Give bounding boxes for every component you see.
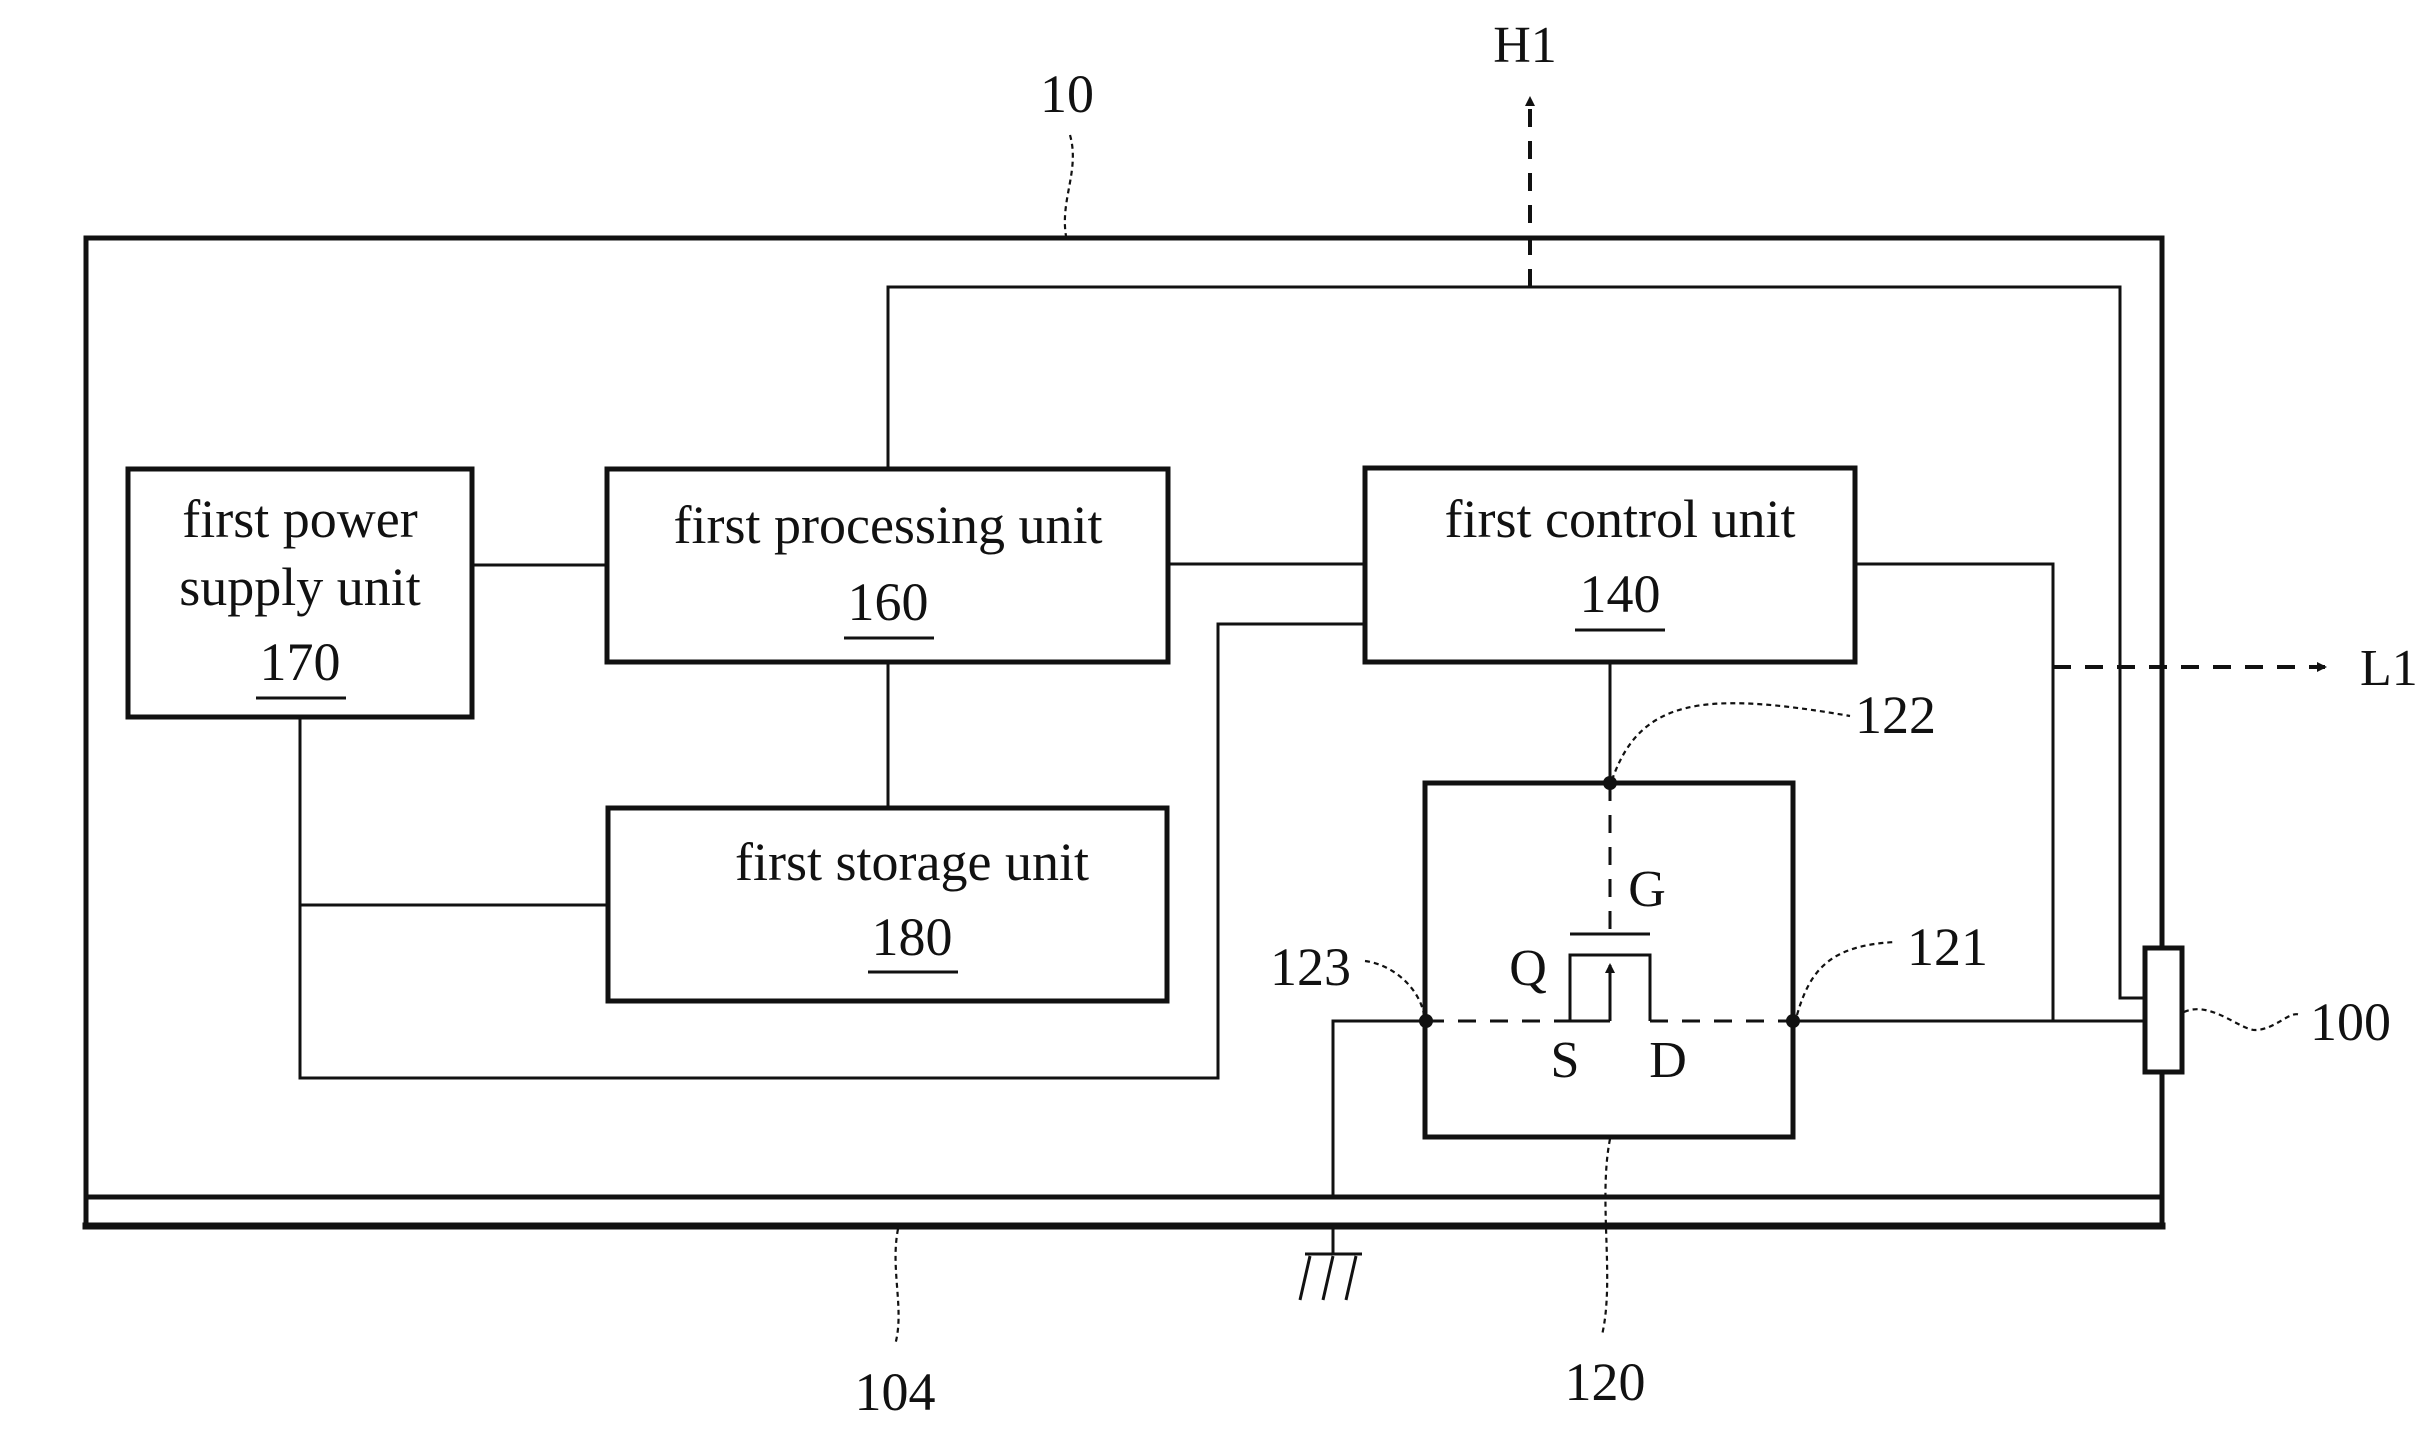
connector-ref-leader (2184, 1009, 2300, 1030)
ground-icon (1300, 1226, 1362, 1300)
control-label: first control unit (1445, 489, 1796, 549)
power-supply-label-line1: first power (182, 489, 417, 549)
node-source-ref-label: 123 (1270, 937, 1351, 997)
transistor-label: Q (1509, 940, 1547, 997)
switch-ref-label: 120 (1565, 1352, 1646, 1412)
power-supply-ref: 170 (260, 632, 341, 692)
control-ref: 140 (1580, 564, 1661, 624)
switch-module: G Q S D (1425, 783, 1793, 1137)
switch-ref-leader (1602, 1139, 1610, 1335)
node-gate-ref-leader (1612, 703, 1850, 780)
housing-ref-leader (895, 1229, 899, 1345)
gate-label: G (1628, 861, 1666, 918)
processing-ref: 160 (848, 572, 929, 632)
processing-unit-block: first processing unit 160 (607, 469, 1168, 662)
node-source-ref-leader (1365, 961, 1424, 1015)
node-drain-ref-leader (1797, 942, 1896, 1015)
h1-label: H1 (1493, 17, 1557, 74)
node-drain-ref-label: 121 (1907, 917, 1988, 977)
source-to-ground-wire (1333, 1021, 1426, 1197)
l1-label: L1 (2360, 640, 2418, 697)
source-label: S (1551, 1032, 1580, 1089)
node-gate (1603, 776, 1617, 790)
storage-unit-block: first storage unit 180 (608, 808, 1167, 1001)
power-supply-unit-block: first power supply unit 170 (128, 469, 472, 717)
storage-ref: 180 (872, 907, 953, 967)
connector-100 (2145, 948, 2182, 1072)
connector-ref-label: 100 (2310, 992, 2391, 1052)
housing-ref-label: 104 (855, 1362, 936, 1422)
control-unit-block: first control unit 140 (1365, 468, 1855, 662)
processing-label: first processing unit (674, 495, 1103, 555)
device-ref-leader (1065, 135, 1073, 236)
power-supply-label-line2: supply unit (179, 557, 421, 617)
drain-label: D (1649, 1032, 1687, 1089)
node-gate-ref-label: 122 (1855, 685, 1936, 745)
device-ref-label: 10 (1040, 64, 1094, 124)
storage-label: first storage unit (735, 832, 1089, 892)
